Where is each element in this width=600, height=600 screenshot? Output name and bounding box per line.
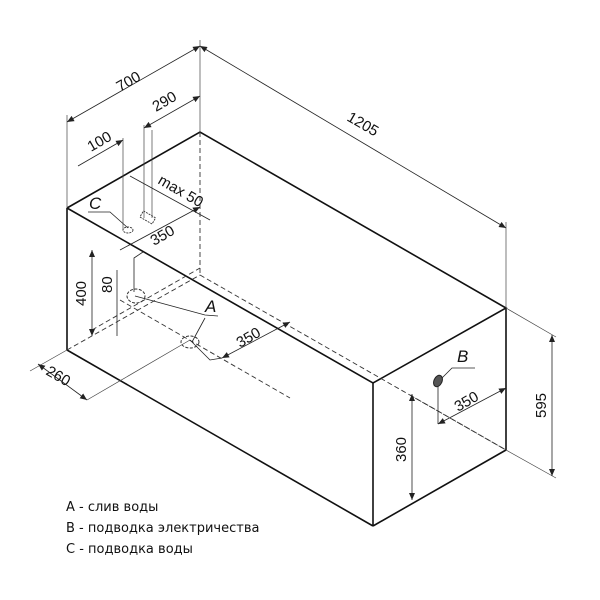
dim-350-drain: 350	[234, 324, 264, 351]
dim-360: 360	[393, 437, 410, 462]
dim-290: 290	[150, 88, 180, 115]
dim-700: 700	[114, 68, 144, 95]
extension-lines	[29, 40, 557, 479]
hidden-edges	[66, 132, 507, 451]
dim-260: 260	[43, 363, 73, 390]
drain-icon	[180, 335, 200, 349]
dim-80: 80	[99, 276, 116, 293]
drain-icon	[126, 288, 146, 304]
legend-item-a: A - слив воды	[66, 500, 159, 515]
connection-symbols	[122, 210, 443, 388]
dimension-lines	[37, 45, 555, 500]
marker-leaders	[88, 211, 475, 381]
dim-350-inlet: 350	[148, 222, 178, 249]
legend: A - слив воды B - подводка электричества…	[66, 497, 259, 560]
dim-100: 100	[85, 128, 115, 155]
marker-a: A	[204, 297, 216, 316]
legend-item-c: C - подводка воды	[66, 542, 193, 557]
electric-outlet-icon	[433, 374, 443, 388]
dim-350-electric: 350	[452, 388, 482, 415]
legend-item-b: B - подводка электричества	[66, 521, 260, 536]
dim-max50: max 50	[155, 172, 206, 211]
box-outline	[66, 131, 508, 527]
dimension-labels: 700 290 100 1205 max 50 350 400 80 350 2…	[43, 68, 550, 462]
water-inlet-icon	[139, 210, 157, 225]
water-inlet-icon	[122, 226, 134, 234]
dim-595: 595	[533, 393, 550, 418]
dim-400: 400	[73, 281, 90, 306]
marker-c: C	[89, 194, 102, 213]
marker-letters: C A B	[89, 194, 468, 366]
marker-b: B	[457, 347, 468, 366]
